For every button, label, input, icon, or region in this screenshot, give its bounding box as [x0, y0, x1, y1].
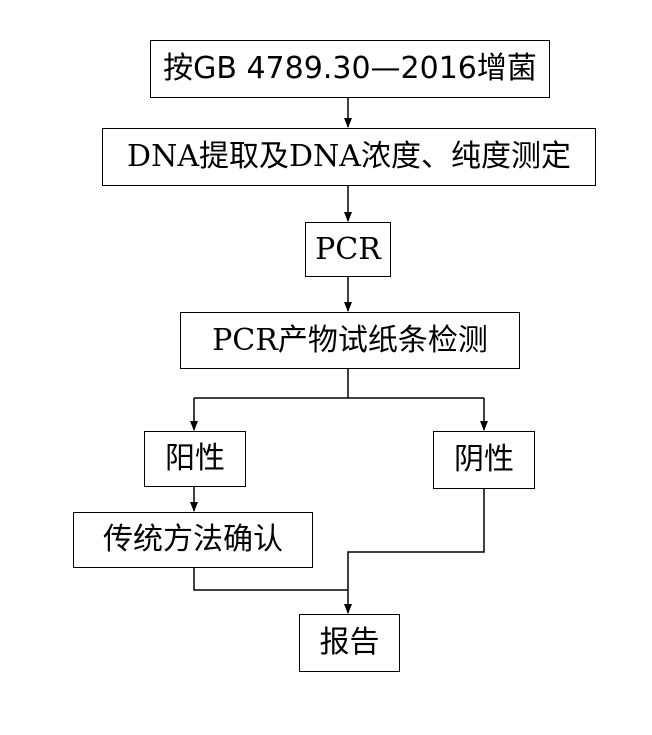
- step-report: 报告: [299, 614, 400, 672]
- result-negative: 阴性: [433, 431, 535, 489]
- result-positive-label: 阳性: [165, 441, 225, 476]
- step-enrichment-label: 按GB 4789.30—2016增菌: [163, 51, 537, 86]
- step-test-strip-detection-label: PCR产物试纸条检测: [212, 322, 488, 358]
- step-test-strip-detection: PCR产物试纸条检测: [180, 312, 520, 369]
- connector-step4-split: [194, 369, 484, 399]
- connector-confirm-to-report: [193, 568, 348, 591]
- step-enrichment: 按GB 4789.30—2016增菌: [150, 40, 550, 98]
- result-negative-label: 阴性: [454, 442, 514, 477]
- result-positive: 阳性: [144, 431, 246, 487]
- step-report-label: 报告: [319, 625, 380, 660]
- step-traditional-confirmation-label: 传统方法确认: [103, 522, 283, 557]
- step-traditional-confirmation: 传统方法确认: [73, 512, 313, 568]
- step-dna-extraction-label: DNA提取及DNA浓度、纯度测定: [127, 139, 571, 174]
- connector-negative-to-report: [347, 489, 485, 590]
- step-pcr: PCR: [305, 222, 391, 277]
- step-dna-extraction: DNA提取及DNA浓度、纯度测定: [102, 128, 596, 186]
- step-pcr-label: PCR: [315, 231, 381, 267]
